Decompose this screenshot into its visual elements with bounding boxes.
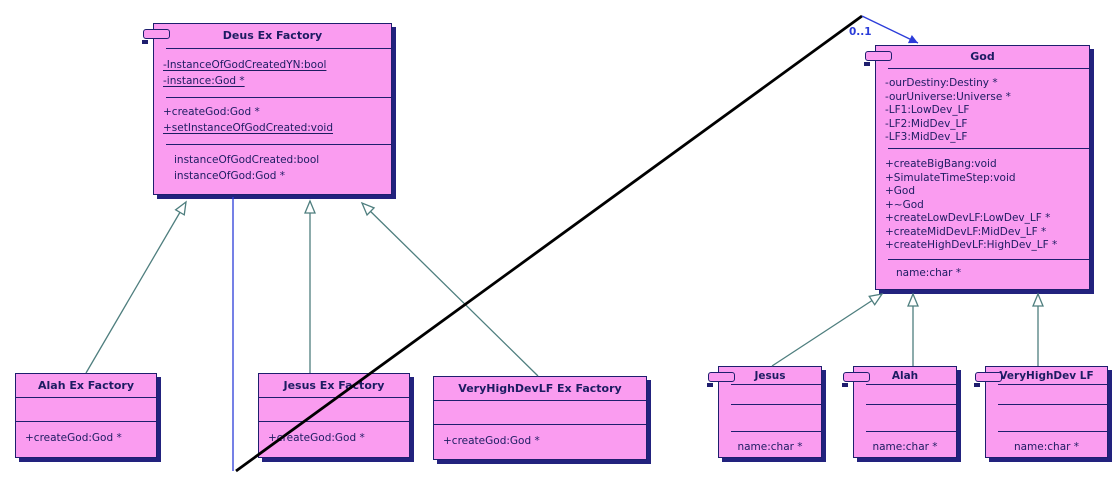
uml-method: +createMidDevLF:MidDev_LF *: [885, 225, 1047, 238]
class-alah[interactable]: Alah name:char *: [842, 366, 957, 458]
class-title: Alah Ex Factory: [37, 379, 135, 392]
compartment-divider: [998, 404, 1107, 405]
class-icon: [974, 372, 1002, 387]
class-jesus-ex-factory[interactable]: Jesus Ex Factory +createGod:God *: [258, 373, 410, 458]
compartment-divider: [16, 397, 156, 398]
uml-method: +createLowDevLF:LowDev_LF *: [885, 212, 1051, 224]
class-title: VeryHighDevLF Ex Factory: [458, 382, 622, 395]
class-icon: [142, 29, 170, 44]
uml-property: name:char *: [896, 267, 962, 279]
multiplicity-label: 0..1: [849, 26, 872, 38]
class-veryhighdev-lf[interactable]: VeryHighDev LF name:char *: [974, 366, 1108, 458]
uml-method: +setInstanceOfGodCreated:void: [163, 122, 334, 134]
class-jesus[interactable]: Jesus name:char *: [707, 366, 822, 458]
uml-attribute: -ourUniverse:Universe *: [885, 90, 1011, 103]
uml-method: +createHighDevLF:HighDev_LF *: [885, 239, 1058, 251]
uml-method: +createGod:God *: [443, 435, 540, 447]
uml-attribute: -LF2:MidDev_LF: [885, 117, 968, 130]
class-deus-ex-factory[interactable]: Deus Ex Factory -InstanceOfGodCreatedYN:…: [142, 23, 392, 195]
uml-property: name:char *: [872, 441, 938, 453]
uml-property: name:char *: [737, 441, 803, 453]
uml-property: name:char *: [1013, 441, 1080, 453]
compartment-divider: [16, 421, 156, 422]
compartment-divider: [888, 148, 1089, 149]
compartment-divider: [998, 431, 1107, 432]
uml-attribute: -LF1:LowDev_LF: [885, 104, 970, 116]
uml-attribute: -InstanceOfGodCreatedYN:bool: [163, 59, 327, 71]
uml-attribute: -instance:God *: [163, 75, 245, 87]
uml-attribute: -LF3:MidDev_LF: [885, 131, 968, 143]
generalization-alah-factory-to-deus: [85, 202, 186, 374]
uml-method: +createGod:God *: [268, 432, 365, 444]
class-god[interactable]: God -ourDestiny:Destiny * -ourUniverse:U…: [864, 45, 1090, 290]
compartment-divider: [866, 384, 956, 385]
uml-method: +createGod:God *: [163, 106, 260, 118]
class-title: Deus Ex Factory: [222, 29, 323, 42]
uml-property: instanceOfGod:God *: [174, 170, 286, 182]
compartment-divider: [998, 384, 1107, 385]
class-title: Alah: [891, 370, 919, 382]
class-title: God: [970, 50, 995, 63]
class-alah-ex-factory[interactable]: Alah Ex Factory +createGod:God *: [15, 373, 157, 458]
class-icon: [707, 372, 735, 387]
uml-method: +createBigBang:void: [885, 158, 997, 170]
compartment-divider: [866, 431, 956, 432]
class-title: Jesus Ex Factory: [283, 379, 385, 392]
uml-attribute: -ourDestiny:Destiny *: [885, 77, 998, 89]
compartment-divider: [888, 68, 1089, 69]
class-title: VeryHighDev LF: [999, 370, 1094, 382]
uml-method: +createGod:God *: [25, 432, 122, 444]
class-veryhighdevlf-ex-factory[interactable]: VeryHighDevLF Ex Factory +createGod:God …: [433, 376, 647, 460]
uml-method: +~God: [885, 198, 924, 211]
uml-property: instanceOfGodCreated:bool: [174, 154, 320, 166]
generalization-jesus-to-god: [771, 294, 882, 367]
compartment-divider: [888, 259, 1089, 260]
uml-method: +God: [885, 185, 916, 197]
class-icon: [842, 372, 870, 387]
generalization-vhd-factory-to-deus: [362, 203, 539, 377]
compartment-divider: [866, 404, 956, 405]
uml-method: +SimulateTimeStep:void: [885, 171, 1016, 184]
class-icon: [864, 51, 892, 66]
